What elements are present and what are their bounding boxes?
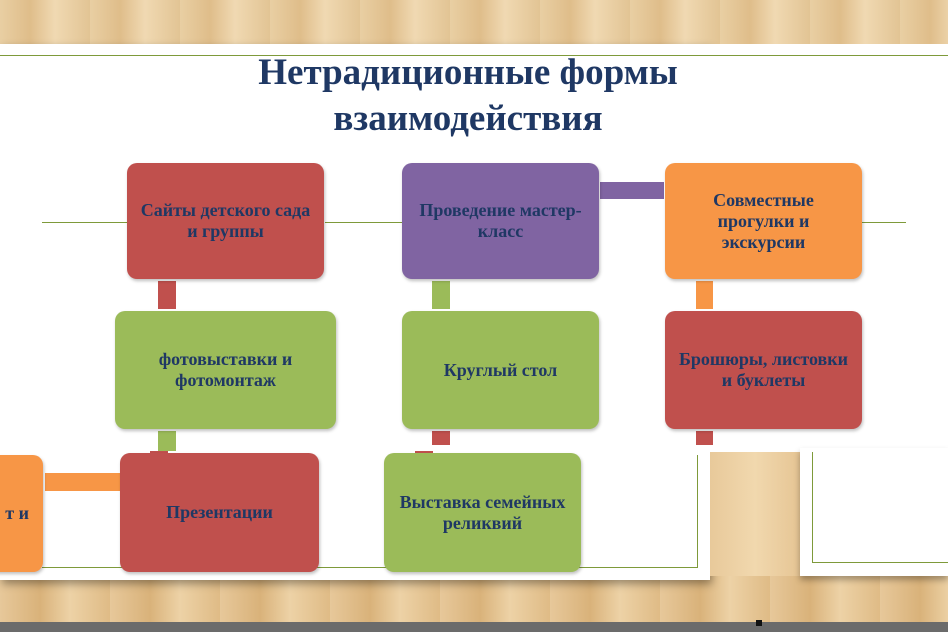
connector-walks-brochures	[696, 281, 713, 309]
connector-photo-presentations-cap	[150, 451, 168, 454]
frame-line-right-vertical	[697, 455, 698, 568]
box-exhibition: Выставка семейных реликвий	[384, 453, 581, 572]
frame-line-right-fragment-bottom	[812, 562, 948, 563]
connector-left-presentations	[45, 473, 120, 491]
connector-roundtable-exhibition-cap	[415, 451, 433, 454]
box-walks: Совместные прогулки и экскурсии	[665, 163, 862, 279]
wood-background-top	[0, 0, 948, 48]
bottom-bar	[0, 622, 948, 632]
connector-photo-presentations	[158, 431, 176, 451]
frame-line-mid-center	[325, 222, 403, 223]
frame-line-top	[0, 55, 948, 56]
frame-line-bottom-left	[42, 567, 697, 568]
box-round-table: Круглый стол	[402, 311, 599, 429]
connector-sites-photo	[158, 281, 176, 309]
connector-roundtable-exhibition	[432, 431, 450, 445]
box-sites: Сайты детского сада и группы	[127, 163, 324, 279]
slide-right-fragment	[800, 448, 948, 576]
connector-master-roundtable	[432, 281, 450, 309]
frame-line-mid-left	[42, 222, 127, 223]
frame-line-mid-right	[862, 222, 906, 223]
wood-background-bottom	[0, 575, 948, 625]
connector-brochures-bottom	[696, 431, 713, 445]
box-brochures: Брошюры, листовки и буклеты	[665, 311, 862, 429]
connector-master-walks	[600, 182, 664, 199]
slide-title: Нетрадиционные формы взаимодействия	[258, 52, 678, 139]
box-photo: фотовыставки и фотомонтаж	[115, 311, 336, 429]
box-presentations: Презентации	[120, 453, 319, 572]
box-master-class: Проведение мастер-класс	[402, 163, 599, 279]
wood-gap	[710, 452, 800, 576]
bottom-mark	[756, 620, 762, 626]
frame-line-right-fragment-vertical	[812, 452, 813, 562]
box-left-partial: т и	[0, 455, 43, 572]
